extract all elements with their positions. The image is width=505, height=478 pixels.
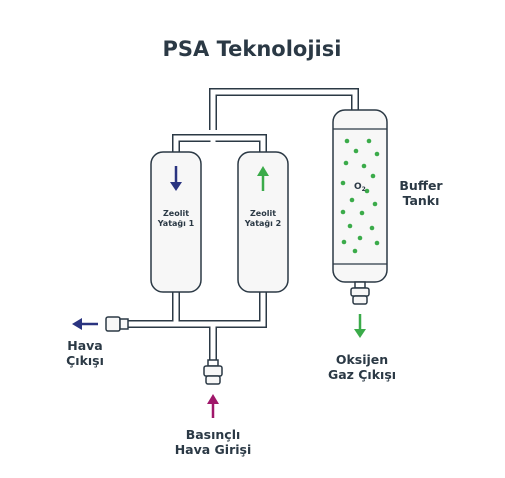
zeolite-bed-1: Zeolit Yatağı 1: [150, 151, 202, 293]
bed-1-label-line1: Zeolit: [163, 209, 189, 218]
bed-2-label-line2: Yatağı 2: [244, 219, 282, 228]
oxygen-out-arrow-icon: [354, 314, 366, 338]
bed-2-vessel: [237, 151, 289, 293]
air-in-arrow-icon: [207, 394, 219, 418]
oxygen-outlet-label-line1: Oksijen: [336, 352, 388, 367]
arrow-down-icon: [170, 166, 182, 191]
air-out-arrow-icon: [72, 318, 98, 330]
bed-2-label-line1: Zeolit: [250, 209, 276, 218]
arrow-up-icon: [257, 166, 269, 191]
buffer-tank-label-line1: Buffer: [399, 178, 443, 193]
bed-1-label-line2: Yatağı 1: [157, 219, 195, 228]
air-outlet-label-line2: Çıkışı: [66, 353, 104, 368]
air-outlet-label-line1: Hava: [67, 338, 102, 353]
bed-1-vessel: [150, 151, 202, 293]
air-inlet-fitting: [203, 359, 223, 385]
o2-label: O2: [354, 182, 366, 193]
pipe-network: [120, 88, 359, 360]
air-inlet-label-line2: Hava Girişi: [175, 442, 252, 457]
air-outlet-fitting: [105, 316, 129, 332]
buffer-tank: O2: [332, 109, 388, 283]
oxygen-bubbles: [340, 138, 380, 254]
buffer-tank-vessel: [332, 109, 388, 283]
zeolite-bed-2: Zeolit Yatağı 2: [237, 151, 289, 293]
oxygen-outlet-label-line2: Gaz Çıkışı: [328, 367, 396, 382]
page-title: PSA Teknolojisi: [163, 37, 342, 61]
air-inlet-label-line1: Basınçlı: [186, 427, 241, 442]
oxygen-outlet-valve: [350, 281, 370, 305]
buffer-tank-label-line2: Tankı: [403, 193, 440, 208]
